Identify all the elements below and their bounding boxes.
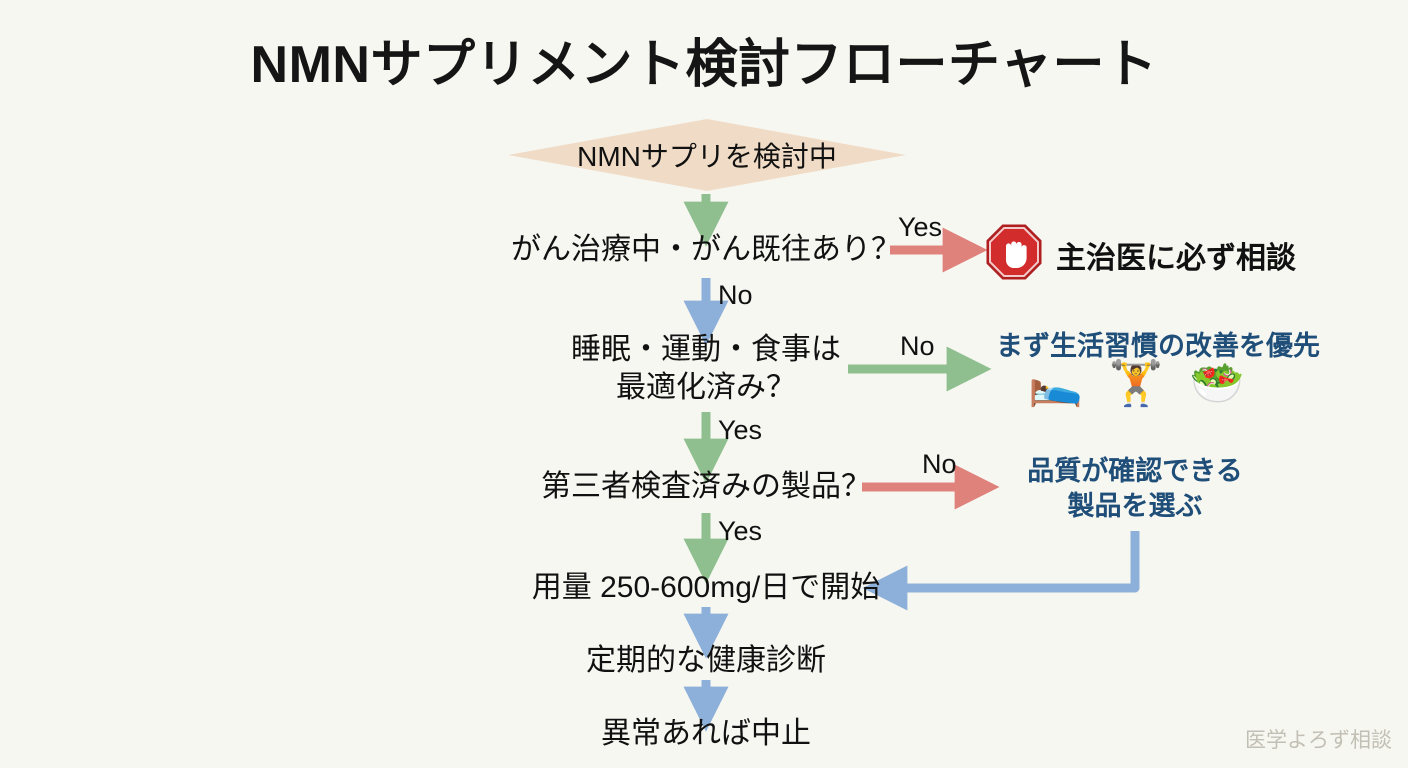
lifestyle-emoji-row: 🛌 🏋️ 🥗 [1028,362,1244,406]
node-dosage-start[interactable]: 用量 250-600mg/日で開始 [531,571,881,604]
edge-label-cancer-no: No [718,280,753,310]
node-cancer-check[interactable]: がん治療中・がん既往あり？ [511,233,901,266]
weightlifter-icon: 🏋️ [1108,359,1164,408]
edge-label-lifestyle-yes: Yes [718,415,763,445]
node-stop-if-abnormal[interactable]: 異常あれば中止 [601,717,811,750]
node-lifestyle-check-line1: 睡眠・運動・食事は [571,333,841,366]
green-salad-plate-icon: 🥗 [1189,359,1245,408]
edge-label-thirdparty-yes: Yes [718,516,763,546]
branch-quality-product-line2: 製品を選ぶ [1067,490,1203,521]
edge-label-thirdparty-no: No [922,449,957,479]
watermark: 医学よろず相談 [1245,729,1392,752]
branch-consult-doctor-text: 主治医に必ず相談 [1056,242,1296,275]
edge-label-cancer-yes: Yes [898,212,943,242]
branch-quality-product-text: 品質が確認できる 製品を選ぶ [1000,454,1270,523]
branch-quality-product-line1: 品質が確認できる [1027,456,1243,486]
node-lifestyle-check-line2: 最適化済み？ [616,370,796,404]
node-regular-checkup[interactable]: 定期的な健康診断 [586,644,826,677]
node-start-diamond[interactable]: NMNサプリを検討中 [508,119,906,191]
node-start-label: NMNサプリを検討中 [577,141,837,172]
node-third-party-check[interactable]: 第三者検査済みの製品？ [541,470,871,503]
node-lifestyle-check[interactable]: 睡眠・運動・食事は 最適化済み？ [506,331,906,406]
stop-sign-icon [986,224,1042,280]
edge-label-lifestyle-no: No [900,331,935,361]
sleeping-in-bed-icon: 🛌 [1028,359,1083,408]
page-title: NMNサプリメント検討フローチャート [250,36,1158,94]
branch-lifestyle-first-text: まず生活習慣の改善を優先 [996,331,1320,361]
